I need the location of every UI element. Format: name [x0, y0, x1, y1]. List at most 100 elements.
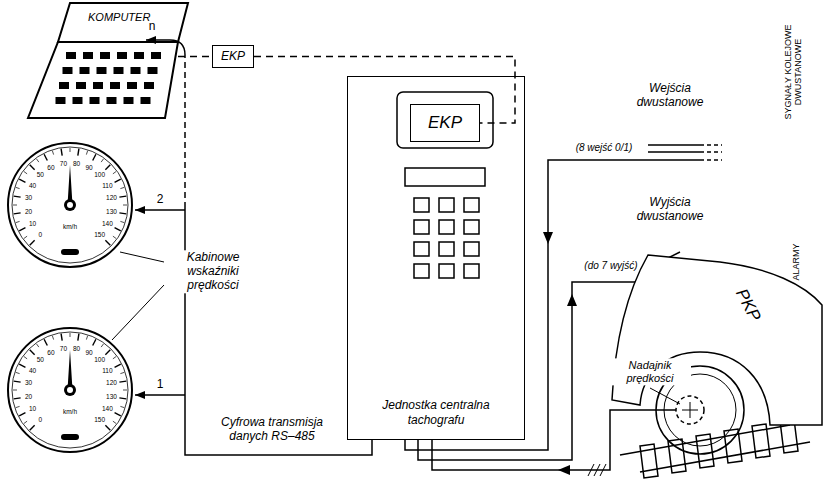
vehicle-marking: PKP	[731, 285, 764, 324]
scale-number: 10	[29, 405, 36, 412]
laptop-drawing	[73, 97, 83, 104]
scale-number: 20	[25, 208, 32, 215]
speed-gauge	[93, 154, 96, 160]
scale-number: 100	[94, 172, 105, 179]
unit-label: km/h	[63, 223, 77, 230]
unit-decoration	[439, 264, 454, 278]
speed-gauge	[61, 149, 62, 156]
laptop-drawing	[144, 82, 154, 89]
wheel	[676, 396, 704, 424]
scale-number: 60	[47, 164, 54, 171]
speed-gauge	[52, 151, 53, 155]
unit-decoration	[464, 242, 479, 256]
io-label: Wejścia dwustanowe	[624, 82, 716, 110]
speed-gauge	[120, 187, 124, 188]
speed-gauge	[119, 381, 126, 382]
scale-number: 30	[25, 380, 32, 387]
scale-number: 150	[94, 231, 105, 238]
speed-gauge	[70, 148, 71, 152]
speed-gauge	[105, 240, 110, 245]
laptop-drawing	[63, 67, 73, 74]
speed-gauge	[24, 421, 27, 423]
speed-gauge	[14, 213, 21, 214]
laptop-drawing	[28, 42, 178, 118]
scale-number: 150	[94, 416, 105, 423]
speed-gauge	[101, 159, 103, 162]
laptop-drawing	[80, 67, 90, 74]
scale-number: 120	[106, 195, 117, 202]
signal-label: SYGNAŁY KOLEJOWE DWUSTANOWE	[783, 10, 804, 135]
speed-gauge	[101, 344, 103, 347]
unit-decoration	[414, 264, 429, 278]
speed-gauge	[105, 165, 110, 170]
scale-number: 50	[37, 357, 44, 364]
speed-gauge	[115, 364, 121, 367]
laptop-drawing	[127, 82, 137, 89]
wire-arrow	[543, 232, 577, 475]
speed-gauge	[14, 398, 21, 399]
speed-gauge	[24, 356, 27, 358]
unit-decoration	[464, 220, 479, 234]
unit-decoration	[414, 220, 429, 234]
speed-gauge	[113, 356, 116, 358]
unit-decoration	[414, 198, 479, 278]
laptop-drawing	[117, 52, 127, 59]
scale-number: 90	[85, 164, 92, 171]
laptop-drawing	[90, 97, 100, 104]
unit-label: km/h	[63, 408, 77, 415]
speed-gauge	[30, 165, 35, 170]
speed-gauge	[24, 236, 27, 238]
laptop-drawing	[59, 82, 69, 89]
laptop-drawing	[97, 67, 107, 74]
speed-gauge	[119, 398, 126, 399]
signal-label: ALARMY	[791, 243, 801, 280]
speed-gauge	[12, 332, 128, 448]
speed-gauge	[30, 425, 35, 430]
speed-gauge	[19, 228, 25, 231]
laptop-drawing	[83, 52, 93, 59]
speed-gauge	[8, 143, 132, 267]
unit-decoration	[439, 242, 454, 256]
speed-gauge	[78, 149, 79, 156]
vehicle-body	[612, 255, 822, 425]
speed-gauge	[78, 334, 79, 341]
laptop-drawing	[148, 67, 158, 74]
unit-decoration	[439, 220, 454, 234]
scale-number: 120	[106, 380, 117, 387]
annotation: Kabinowe wskaźniki prędkości	[166, 250, 260, 293]
unit-decoration	[439, 198, 454, 212]
speed-gauge	[67, 202, 73, 208]
laptop-drawing	[110, 82, 120, 89]
scale-number: 70	[60, 160, 67, 167]
io-wire	[432, 410, 676, 470]
speed-gauge	[52, 336, 53, 340]
speed-gauge	[16, 187, 20, 188]
bus-wire	[184, 55, 186, 208]
scale-number: 30	[25, 195, 32, 202]
bus-wire	[146, 40, 185, 55]
speed-gauge	[64, 384, 76, 396]
computer-laptop: KOMPUTER	[28, 3, 178, 119]
rail-track	[620, 425, 810, 472]
speed-gauge	[113, 421, 116, 423]
speed-gauge	[24, 171, 27, 173]
laptop-drawing	[114, 67, 124, 74]
speed-gauge	[16, 372, 20, 373]
callout-number: 2	[157, 193, 164, 207]
speed-gauge	[44, 339, 47, 345]
scale-number: 40	[29, 182, 36, 189]
speed-gauge	[115, 228, 121, 231]
unit-decoration	[414, 242, 429, 256]
speed-gauge	[36, 159, 38, 162]
speed-gauge	[16, 221, 20, 222]
laptop-drawing	[131, 67, 141, 74]
speed-gauge	[123, 390, 127, 391]
unit-decoration	[397, 92, 493, 278]
speed-gauge	[13, 205, 17, 206]
signal-symbol	[700, 145, 722, 160]
